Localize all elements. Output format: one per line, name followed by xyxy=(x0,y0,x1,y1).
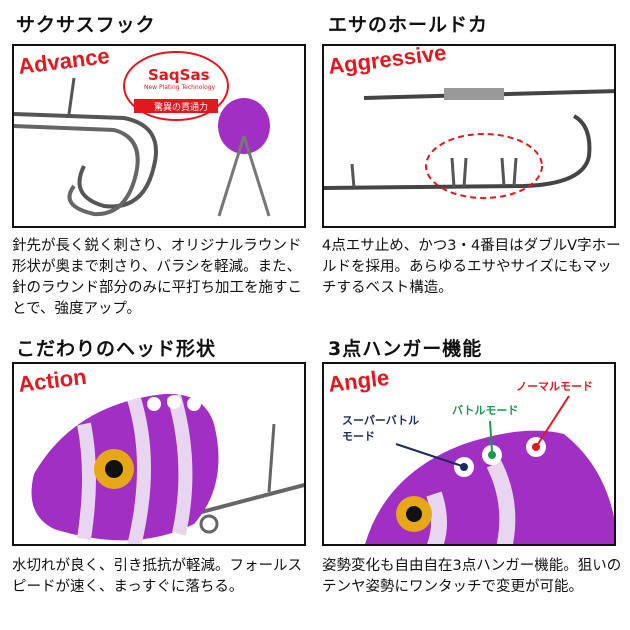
normal-mode-label: ノーマルモード xyxy=(516,380,593,393)
head-illustration xyxy=(31,393,304,544)
panel-title-hook: サクサスフック xyxy=(16,14,156,36)
hook-image: Advance SaqSas New Plating Technology 驚異… xyxy=(12,44,306,228)
super-battle-mode-label: スーパーバトルモード xyxy=(342,414,420,443)
hold-description: 4点エサ止め、かつ3・4番目はダブルV字ホールドを採用。あらゆるエサやサイズにも… xyxy=(322,238,621,296)
hook-illustration xyxy=(14,51,271,217)
saqsas-logo: SaqSas xyxy=(148,66,210,84)
logo-band: 驚異の貫通力 xyxy=(154,103,209,113)
hold-illustration xyxy=(324,88,614,199)
head-description: 水切れが良く、引き抵抗が軽減。フォールスピードが速く、まっすぐに落ちる。 xyxy=(12,558,302,595)
hook-description: 針先が長く鋭く刺さり、オリジナルラウンド形状が奥まで刺さり、バラシを軽減。また、… xyxy=(12,238,302,317)
panel-title-hold: エサのホールドカ xyxy=(328,14,489,36)
panel-title-head: こだわりのヘッド形状 xyxy=(16,338,217,360)
hanger-image: Angle スーパーバトルモード バトルモード ノーマルモード xyxy=(322,362,616,546)
logo-subtitle: New Plating Technology xyxy=(144,84,216,91)
hanger-description: 姿勢変化も自由自在3点ハンガー機能。狙いのテンヤ姿勢にワンタッチで変更が可能。 xyxy=(322,558,622,595)
hanger-illustration xyxy=(365,395,614,544)
panel-title-hanger: 3点ハンガー機能 xyxy=(328,338,483,360)
battle-mode-label: バトルモード xyxy=(452,404,519,417)
hold-image: Aggressive xyxy=(322,44,616,228)
head-image: Action xyxy=(12,362,306,546)
